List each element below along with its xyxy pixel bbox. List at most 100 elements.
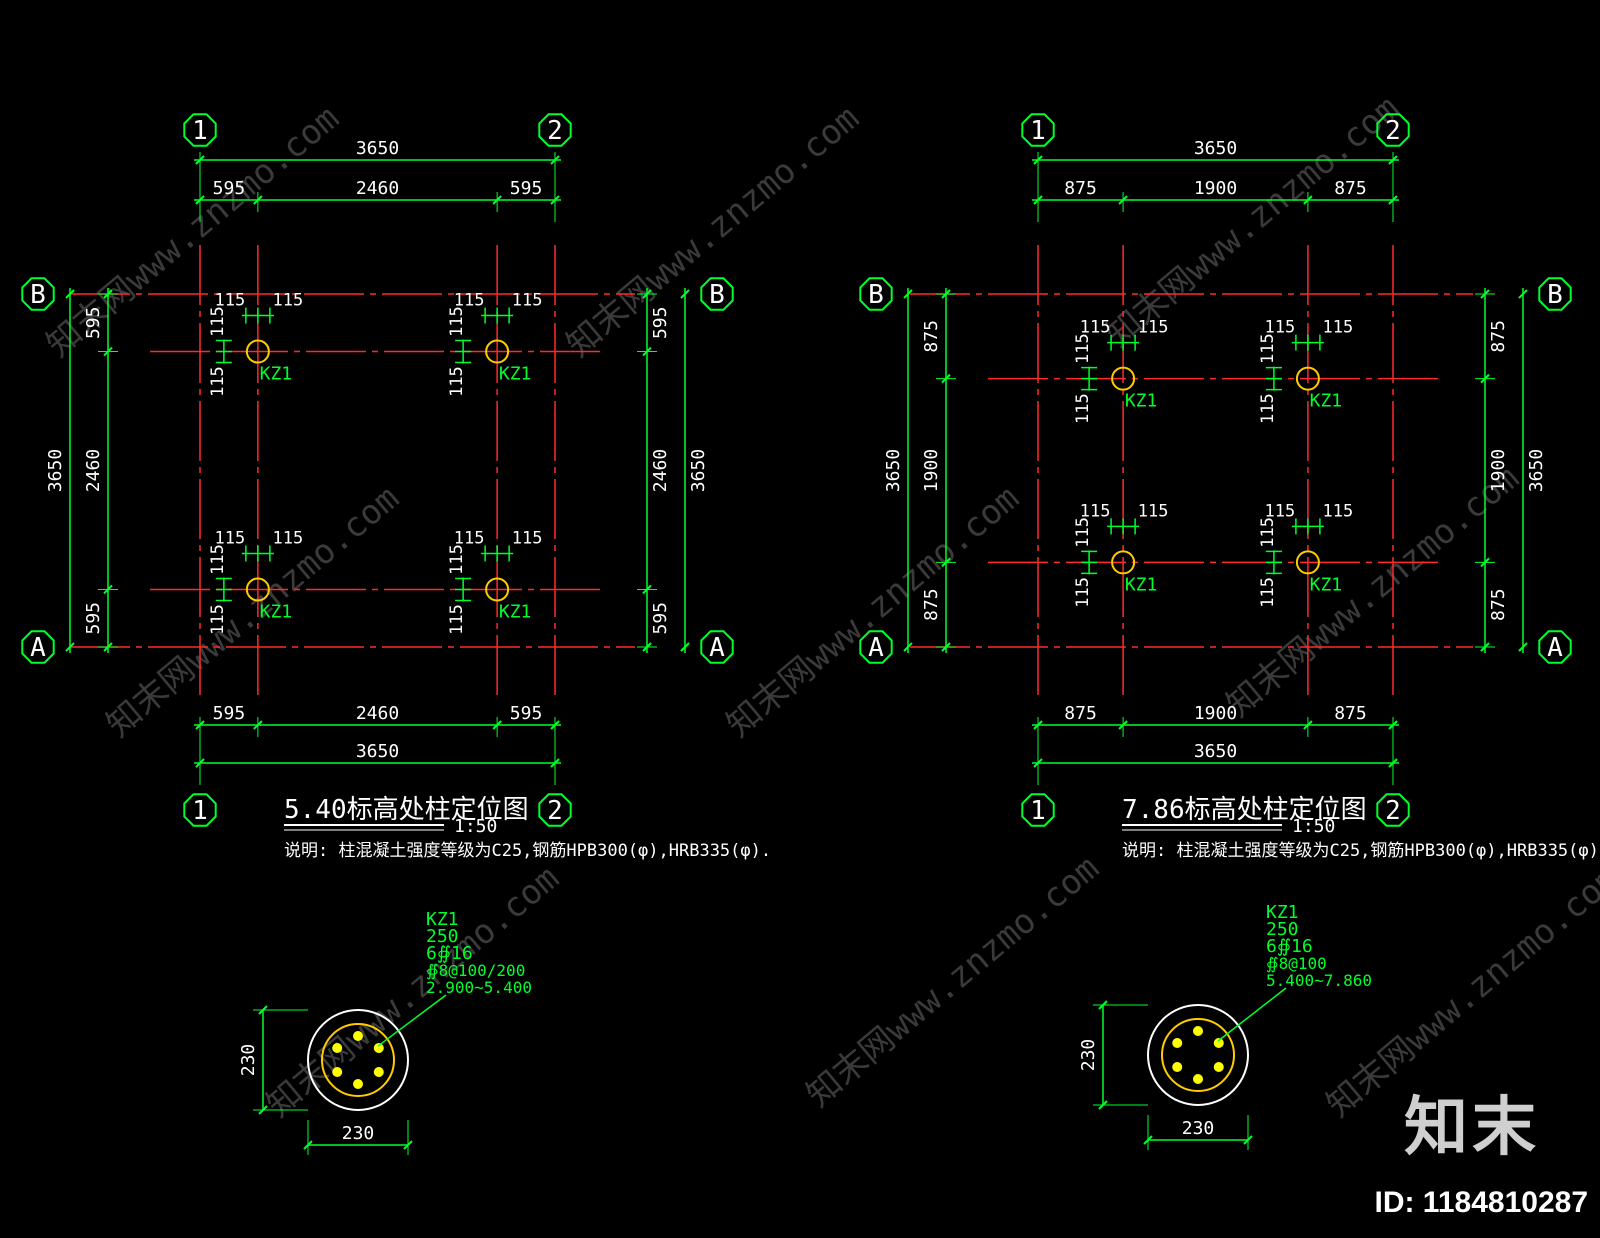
dim-segment-y: 2460 [83,449,104,492]
dim-segment-y: 1900 [921,449,942,492]
dim-tick [1518,289,1528,299]
watermark-text: 知末网www.znzmo.com [799,848,1107,1115]
axis-bubble-outline [1376,113,1410,147]
offset-label: 115 [447,544,467,575]
dim-segment-y: 875 [1488,320,1509,353]
column-circle [1111,550,1136,575]
column-circle [485,339,510,364]
column-circle [485,577,510,602]
watermark-text: 知末网www.znzmo.com [719,478,1027,745]
dim-tick [680,289,690,299]
axis-bubble-outline [1021,793,1055,827]
offset-label: 115 [273,528,304,548]
axis-bubble-label: B [1547,280,1563,310]
section-height-label: 230 [1078,1039,1099,1072]
axis-bubble-1-top: 1 [1021,113,1055,147]
axis-bubble-label: A [1547,633,1563,663]
axis-bubble-b-right: B [1538,277,1572,311]
column-tag: KZ1 [499,364,532,385]
axis-bubble-outline [1376,793,1410,827]
axis-bubble-label: B [30,280,46,310]
rebar-dot [332,1067,343,1077]
dim-segment-x: 595 [213,178,246,199]
dim-segment-y: 595 [83,307,104,340]
rebar-dot [373,1067,384,1077]
offset-label: 115 [1258,333,1278,364]
column-circle [245,577,270,602]
dim-segment-x: 875 [1334,703,1367,724]
axis-bubble-a-left: A [859,630,893,664]
axis-bubble-label: B [868,280,884,310]
dim-segment-y: 875 [921,320,942,353]
rebar-dot [1172,1038,1183,1048]
offset-label: 115 [215,291,246,311]
rebar-dot [1172,1062,1183,1072]
image-id: ID: 1184810287 [1374,1186,1588,1219]
axis-bubble-2-bottom: 2 [538,793,572,827]
rebar-dot [1193,1026,1203,1036]
axis-bubble-outline [859,630,893,664]
section-stirrup [1161,1018,1235,1092]
axis-bubble-label: 1 [192,116,208,146]
axis-bubble-a-left: A [21,630,55,664]
offset-label: 115 [1080,501,1111,521]
dim-segment-x: 875 [1064,178,1097,199]
section-width-label: 230 [1182,1118,1215,1139]
plan-scale: 1:50 [1292,816,1335,837]
dim-segment-y: 2460 [650,449,671,492]
offset-label: 115 [1265,318,1296,338]
axis-bubble-outline [183,793,217,827]
column-tag: KZ1 [260,601,293,622]
dim-segment-x: 595 [213,703,246,724]
plan-note: 说明: 柱混凝土强度等级为C25,钢筋HPB300(φ),HRB335(φ). [1122,841,1600,861]
axis-bubble-label: A [30,633,46,663]
axis-bubble-2-top: 2 [1376,113,1410,147]
offset-label: 115 [273,291,304,311]
section-spec-line: KZ1 [1266,902,1299,923]
section-outer-circle [1147,1004,1249,1106]
axis-bubble-label: 1 [192,796,208,826]
offset-label: 115 [1258,517,1278,548]
column-tag: KZ1 [1310,391,1343,412]
brand-logo: 知末 [1404,1091,1540,1165]
column-tag: KZ1 [1125,391,1158,412]
dim-segment-y: 875 [921,588,942,621]
offset-label: 115 [1265,501,1296,521]
dim-segment-x: 595 [510,703,543,724]
axis-bubble-outline [1538,277,1572,311]
axis-bubble-outline [1538,630,1572,664]
offset-label: 115 [1073,517,1093,548]
rebar-dot [1213,1062,1224,1072]
plan-note: 说明: 柱混凝土强度等级为C25,钢筋HPB300(φ),HRB335(φ). [284,841,771,861]
offset-label: 115 [512,528,543,548]
dim-segment-x: 875 [1334,178,1367,199]
watermark-text: 知末网www.znzmo.com [1099,88,1407,355]
dim-overall-y: 3650 [45,449,66,492]
rebar-dot [353,1031,363,1041]
offset-label: 115 [447,306,467,337]
column-tag: KZ1 [499,601,532,622]
axis-bubble-1-bottom: 1 [183,793,217,827]
column-circle [1295,366,1320,391]
column-tag: KZ1 [1125,574,1158,595]
column-tag: KZ1 [260,364,293,385]
offset-label: 115 [208,306,228,337]
section-spec-line: KZ1 [426,909,459,930]
plan-title: 5.40标高处柱定位图 [284,795,529,825]
offset-label: 115 [1323,501,1354,521]
dim-segment-x: 2460 [356,178,399,199]
axis-bubble-b-left: B [859,277,893,311]
dim-tick [903,642,913,652]
column-circle [1295,550,1320,575]
section-spec-line: 6∯16 [1266,936,1313,957]
dim-overall-y: 3650 [1526,449,1547,492]
axis-bubble-label: 2 [547,796,563,826]
dim-segment-y: 595 [83,602,104,635]
axis-bubble-outline [21,277,55,311]
section-leader [1217,987,1287,1042]
section-width-label: 230 [342,1123,375,1144]
